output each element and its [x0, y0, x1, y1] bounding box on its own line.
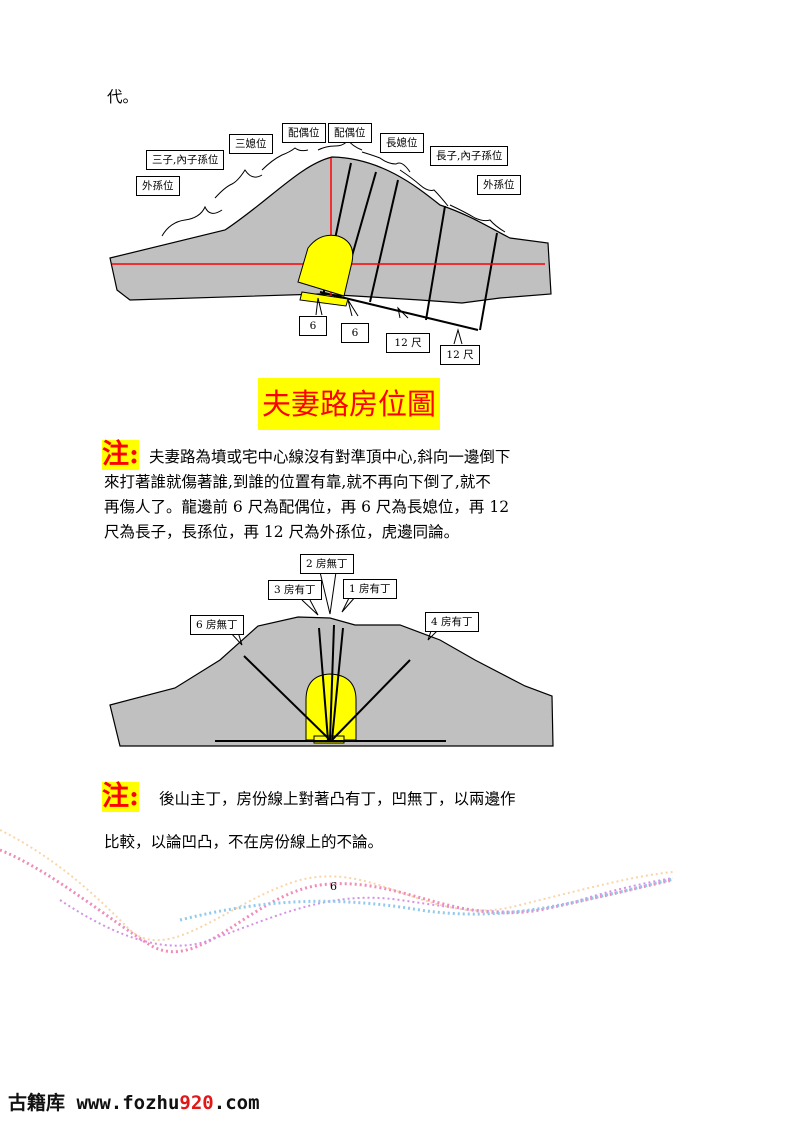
measure-6-second: 6	[341, 323, 369, 343]
decorative-wave	[0, 829, 674, 954]
label-house-2: 2 房無丁	[300, 554, 354, 574]
label-third-son-grandson: 三子,內子孫位	[146, 150, 225, 170]
label-third-daughter-in-law: 三媳位	[229, 134, 273, 154]
diagram1-grave	[297, 234, 354, 307]
footer-brand: 古籍库	[8, 1092, 66, 1114]
label-house-1: 1 房有丁	[343, 579, 397, 599]
label-house-3: 3 房有丁	[268, 580, 322, 600]
label-house-4: 4 房有丁	[425, 612, 479, 632]
diagram1-bracket-arcs	[161, 139, 506, 237]
label-outer-grandson-left: 外孫位	[136, 176, 180, 196]
label-eldest-daughter-in-law: 長媳位	[380, 133, 424, 153]
note2-line-1: 後山主丁，房份線上對著凸有丁，凹無丁，以兩邊作	[159, 790, 516, 808]
note1-line-4: 尺為長子，長孫位，再 12 尺為外孫位，虎邊同論。	[104, 523, 460, 541]
footer-watermark: 古籍库 www.fozhu920.com	[8, 1088, 260, 1115]
measure-6-first: 6	[299, 316, 327, 336]
diagram1-pointers	[315, 297, 463, 345]
footer-site: www.fozhu920.com	[76, 1092, 260, 1114]
note1-line-1: 夫妻路為墳或宅中心線沒有對準頂中心,斜向一邊倒下	[149, 448, 511, 466]
diagram2-pointers	[229, 571, 441, 646]
label-spouse-right: 配偶位	[328, 123, 372, 143]
note2-line-2: 比較，以論凹凸，不在房份線上的不論。	[104, 833, 384, 851]
label-house-6: 6 房無丁	[190, 615, 244, 635]
note1-line-3: 再傷人了。龍邊前 6 尺為配偶位，再 6 尺為長媳位，再 12	[104, 498, 510, 516]
label-eldest-son-grandson: 長子,內子孫位	[430, 146, 509, 166]
label-spouse-left: 配偶位	[282, 123, 326, 143]
measure-12-first: 12 尺	[386, 333, 430, 353]
page-number: 6	[330, 880, 337, 893]
measure-12-second: 12 尺	[440, 345, 480, 365]
note2-mark: 注:	[102, 781, 139, 812]
note1-mark: 注:	[102, 439, 139, 470]
continued-text: 代。	[107, 88, 139, 106]
diagram2-house-lines	[215, 624, 446, 742]
note1-line-2: 來打著誰就傷著誰,到誰的位置有靠,就不再向下倒了,就不	[104, 473, 491, 491]
diagram-title: 夫妻路房位圖	[258, 378, 440, 430]
label-outer-grandson-right: 外孫位	[477, 175, 521, 195]
